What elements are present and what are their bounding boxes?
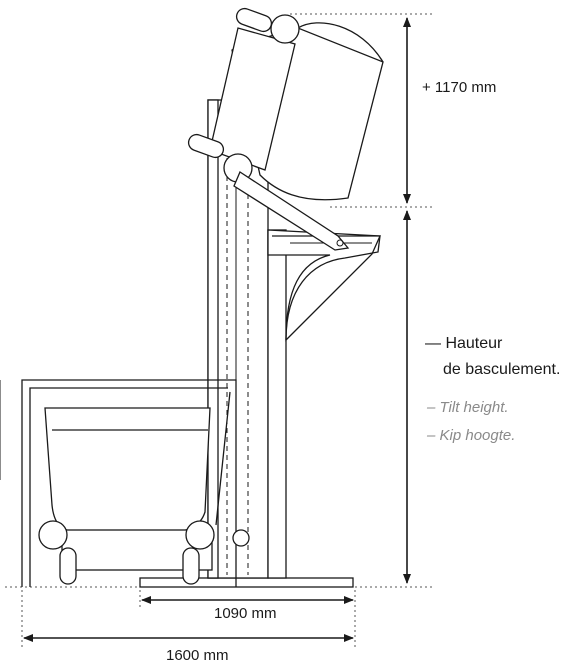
- lower-bin: [38, 407, 250, 585]
- lift-arm: [233, 171, 350, 251]
- tilt-label-nl: – Kip hoogte.: [426, 427, 515, 444]
- lift-height-label: + 1170 mm: [422, 79, 496, 96]
- reference-lines: [5, 13, 432, 650]
- tilt-label-fr-line1: — Hauteur: [425, 335, 503, 352]
- base-width-label: 1090 mm: [214, 605, 277, 622]
- tilt-label-en: – Tilt height.: [426, 399, 509, 416]
- total-width-label: 1600 mm: [166, 647, 229, 663]
- cradle-frame: [21, 379, 237, 587]
- dimension-lines: [23, 17, 411, 642]
- tipped-bin: [187, 7, 384, 201]
- base-plate: [139, 577, 354, 588]
- support-column: [267, 229, 381, 579]
- tilt-label-fr-line2: de basculement.: [443, 361, 560, 378]
